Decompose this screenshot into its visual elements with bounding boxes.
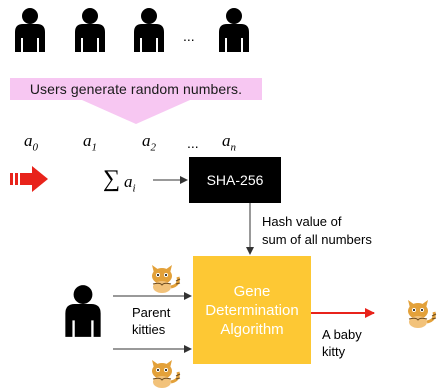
user-icon [75, 8, 105, 52]
user-icon [134, 8, 164, 52]
hash-label-line1: Hash value of [262, 214, 342, 229]
banner-text: Users generate random numbers. [29, 81, 243, 97]
parent-label-line2: kitties [132, 322, 166, 337]
sha-256-label: SHA-256 [206, 172, 264, 188]
var-a0: a0 [24, 131, 38, 154]
hash-label-line2: sum of all numbers [262, 232, 372, 247]
baby-kitty-label: A baby kitty [322, 326, 362, 360]
baby-label-line2: kitty [322, 344, 346, 359]
parent-kitty-icon [152, 265, 181, 293]
gene-box-line3: Algorithm [220, 320, 284, 338]
user-icon [15, 8, 45, 52]
sum-symbol: ∑ [103, 166, 121, 192]
sha-256-box: SHA-256 [189, 157, 281, 203]
users-ellipsis: ... [183, 28, 195, 44]
parent-kitty-icon [152, 360, 181, 388]
parent-kitties-label: Parent kitties [132, 304, 170, 338]
gene-box-line2: Determination [205, 301, 299, 319]
gene-determination-box: Gene Determination Algorithm [193, 256, 311, 364]
sum-variable: ai [124, 172, 136, 195]
var-ellipsis: ... [187, 135, 199, 151]
red-arrow-icon [10, 166, 48, 192]
var-a2: a2 [142, 131, 156, 154]
banner-shape [10, 78, 262, 124]
hash-value-label: Hash value of sum of all numbers [262, 213, 372, 249]
baby-label-line1: A baby [322, 327, 362, 342]
var-an: an [222, 131, 236, 154]
var-a1: a1 [83, 131, 97, 154]
baby-kitty-icon [408, 300, 437, 328]
owner-user-icon [65, 285, 101, 337]
parent-label-line1: Parent [132, 305, 171, 320]
user-icon [219, 8, 249, 52]
gene-box-line1: Gene [233, 282, 271, 300]
